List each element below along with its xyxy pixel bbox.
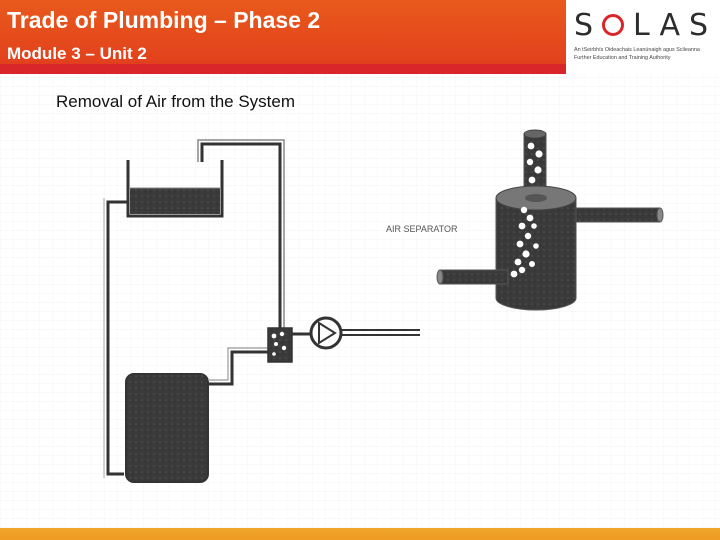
air-removal-diagram: AIR SEPARATOR: [62, 122, 686, 510]
circulating-pump: [292, 316, 420, 350]
air-separator-label: AIR SEPARATOR: [386, 224, 458, 234]
footer-bar: [0, 528, 720, 540]
cold-feed-pipe: [103, 198, 128, 478]
logo-tagline-english: Further Education and Training Authority: [574, 55, 671, 61]
feed-expansion-tank: [126, 160, 224, 218]
logo-letters-las: LAS: [633, 8, 718, 43]
page-title: Trade of Plumbing – Phase 2: [7, 7, 321, 33]
logo-tagline-irish: An tSeirbhís Oideachais Leanúnaigh agus …: [574, 47, 700, 53]
boiler: [125, 373, 209, 483]
logo-o-ring-icon: [602, 14, 625, 36]
solas-logo: S LAS An tSeirbhís Oideachais Leanúnaigh …: [566, 0, 720, 74]
logo-letter-s: S: [574, 8, 603, 43]
vent-pipe: [197, 139, 285, 328]
flow-pipe: [208, 347, 268, 386]
slide-header: Trade of Plumbing – Phase 2 Module 3 – U…: [0, 0, 566, 74]
logo-wordmark: S LAS: [574, 8, 717, 43]
air-separator-detail: [436, 129, 664, 311]
slide-heading: Removal of Air from the System: [56, 92, 296, 111]
diagram-svg: AIR SEPARATOR: [103, 129, 664, 483]
background-texture: [0, 74, 720, 528]
small-air-separator: [267, 327, 293, 363]
page-subtitle: Module 3 – Unit 2: [7, 44, 147, 63]
header-accent-bar: [0, 64, 566, 74]
